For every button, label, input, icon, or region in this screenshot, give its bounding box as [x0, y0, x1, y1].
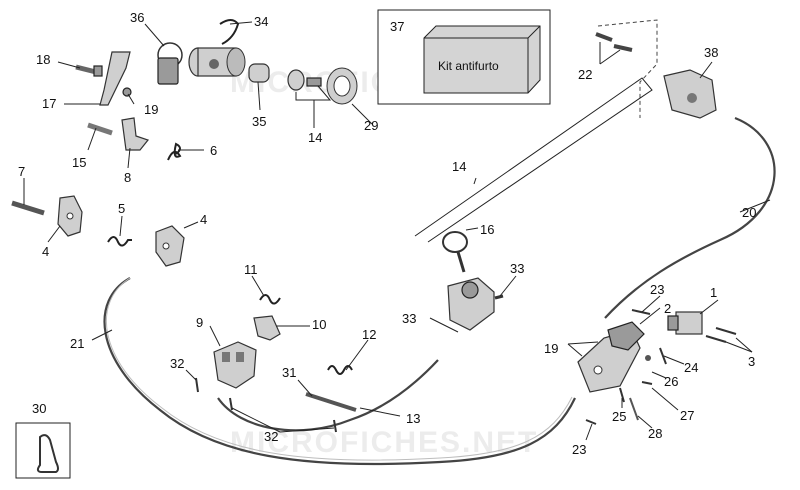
label-35: 35 [252, 114, 266, 129]
lock-barrel [188, 47, 246, 77]
label-18: 18 [36, 52, 50, 67]
label-15: 15 [72, 155, 86, 170]
label-27: 27 [680, 408, 694, 423]
part-36-lock [157, 42, 183, 85]
label-13: 13 [406, 411, 420, 426]
part-35-sleeve [248, 63, 270, 83]
label-8: 8 [124, 170, 131, 185]
label-28: 28 [648, 426, 662, 441]
part-17-lever [99, 51, 131, 106]
label-9: 9 [196, 315, 203, 330]
label-5: 5 [118, 201, 125, 216]
label-20: 20 [742, 205, 756, 220]
label-4b: 4 [200, 212, 207, 227]
part-7-rod [11, 200, 45, 216]
part-12-spring [327, 365, 353, 375]
part-8-bracket [121, 117, 150, 151]
label-16: 16 [480, 222, 494, 237]
part-1-actuator [667, 311, 703, 335]
part-31-bar [305, 392, 357, 412]
cable-20 [604, 116, 776, 319]
part-19-nut [122, 87, 132, 97]
part-38-latch [663, 69, 717, 119]
part-32-screw [195, 377, 199, 393]
part-14-cylinder [287, 69, 322, 91]
label-21: 21 [70, 336, 84, 351]
label-24: 24 [684, 360, 698, 375]
cable-13 [217, 359, 439, 432]
seat-lock-assembly [577, 321, 645, 393]
label-30: 30 [32, 401, 46, 416]
label-38: 38 [704, 45, 718, 60]
label-31: 31 [282, 365, 296, 380]
part-5-spring [107, 236, 132, 247]
part-22-screws [595, 32, 633, 52]
part-9-housing [213, 341, 257, 389]
label-22: 22 [578, 67, 592, 82]
label-14a: 14 [308, 130, 322, 145]
label-4a: 4 [42, 244, 49, 259]
label-2: 2 [664, 301, 671, 316]
part-29-ring [326, 67, 358, 105]
part-30-box [15, 422, 71, 479]
label-14b: 14 [452, 159, 466, 174]
part-16-handle [442, 231, 468, 273]
label-36: 36 [130, 10, 144, 25]
label-33a: 33 [510, 261, 524, 276]
label-33b: 33 [402, 311, 416, 326]
label-17: 17 [42, 96, 56, 111]
label-23b: 23 [572, 442, 586, 457]
label-19b: 19 [544, 341, 558, 356]
label-11: 11 [244, 262, 258, 277]
label-19a: 19 [144, 102, 158, 117]
part-15-pin [87, 122, 113, 136]
leader-lines [23, 21, 771, 441]
part-11-spring [259, 294, 281, 305]
part-14-outline [414, 77, 653, 243]
label-7: 7 [18, 164, 25, 179]
part-10-lever [253, 315, 281, 341]
label-25: 25 [612, 409, 626, 424]
part-4-plate-right [155, 225, 185, 267]
callout-numbers: 1 2 3 4 4 5 6 7 8 9 10 11 12 13 14 14 15… [18, 10, 756, 457]
label-6: 6 [210, 143, 217, 158]
label-3: 3 [748, 354, 755, 369]
central-lock-body [447, 277, 504, 331]
kit-label: Kit antifurto [438, 59, 499, 73]
label-23a: 23 [650, 282, 664, 297]
part-6-spring [167, 142, 182, 161]
label-29: 29 [364, 118, 378, 133]
label-37: 37 [390, 19, 404, 34]
label-1: 1 [710, 285, 717, 300]
label-32b: 32 [264, 429, 278, 444]
antitheft-kit-box: Kit antifurto [377, 9, 551, 105]
label-26: 26 [664, 374, 678, 389]
label-32a: 32 [170, 356, 184, 371]
label-12: 12 [362, 327, 376, 342]
part-34-clip [219, 19, 240, 45]
cable-21 [103, 277, 576, 466]
part-3-screw [705, 335, 727, 343]
label-34: 34 [254, 14, 268, 29]
label-10: 10 [312, 317, 326, 332]
